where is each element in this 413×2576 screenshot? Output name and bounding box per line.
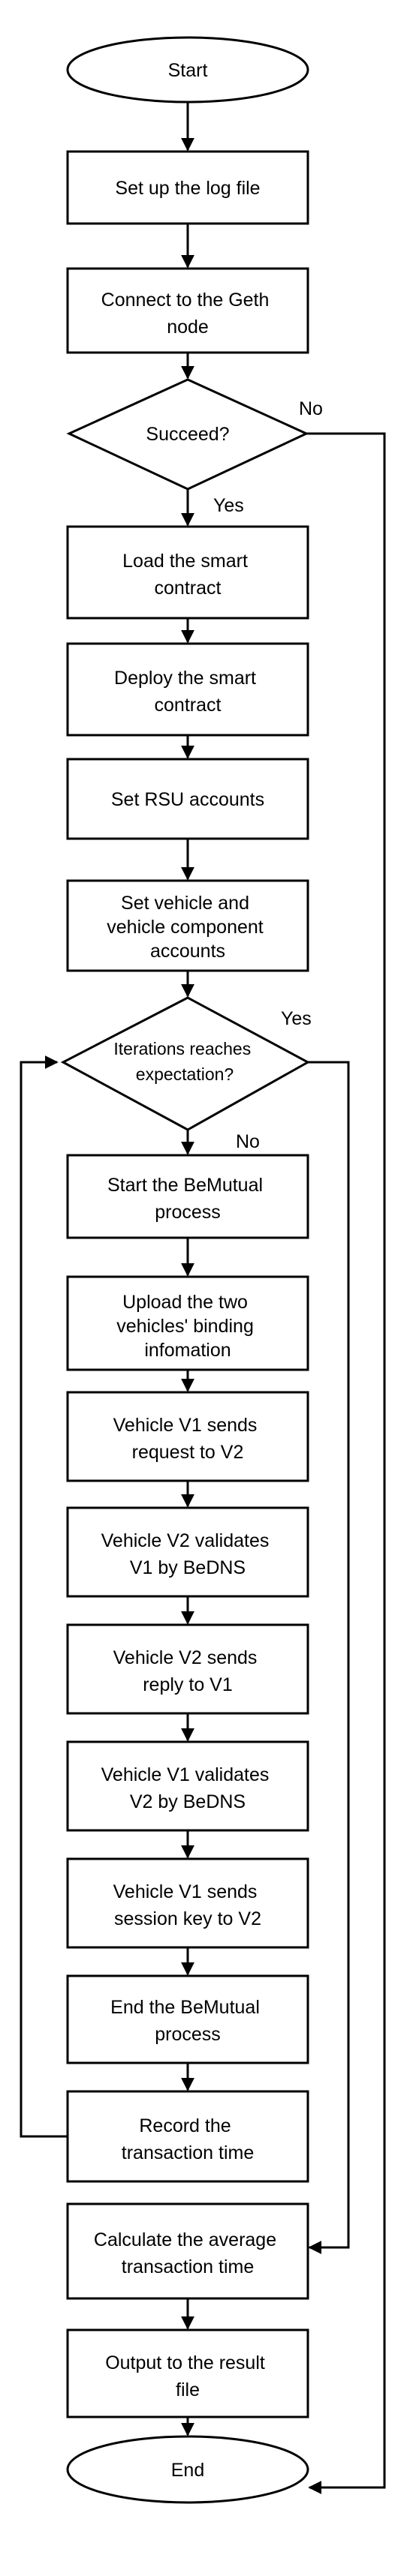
record-label: Record the transaction time (122, 2115, 254, 2163)
arrow-succeed-no (306, 432, 386, 2494)
log-file-box (66, 150, 309, 225)
vehicle-accounts-label: Set vehicle and vehicle component accoun… (107, 893, 268, 962)
load-label: Load the smart contract (122, 551, 253, 599)
average-label: Calculate the average transaction time (94, 2229, 282, 2277)
iterations-label: Iterations reaches expectation? (113, 1039, 255, 1084)
start-label: Start (168, 60, 208, 81)
end-bemutual-box (66, 1974, 309, 2064)
start-bemutual-box (66, 1154, 309, 1239)
v2-validates-label: Vehicle V2 validates V1 by BeDNS (101, 1530, 275, 1578)
shapes (60, 36, 311, 2504)
end-terminal (66, 2435, 309, 2504)
upload-box (66, 1275, 309, 1371)
v1-session-box (66, 1857, 309, 1949)
v1-request-label: Vehicle V1 sends request to V2 (113, 1415, 263, 1463)
start-bemutual-label: Start the BeMutual process (107, 1175, 268, 1223)
arrow-iterations-yes (308, 1061, 350, 2254)
average-box (66, 2202, 309, 2300)
output-box (66, 2328, 309, 2418)
record-box (66, 2090, 309, 2183)
load-box (66, 525, 309, 620)
deploy-label: Deploy the smart contract (114, 668, 261, 716)
edge-labels: No Yes Yes No (213, 398, 323, 1152)
iter-no-label: No (236, 1131, 260, 1152)
log-file-label: Set up the log file (115, 178, 260, 199)
deploy-box (66, 642, 309, 737)
arrow-record-loop-back (20, 1055, 68, 2138)
succeed-no-label: No (299, 398, 323, 419)
connectors (20, 102, 386, 2494)
connect-box (66, 267, 309, 354)
node-labels: Start Set up the log file Connect to the… (94, 60, 282, 2481)
v1-validates-label: Vehicle V1 validates V2 by BeDNS (101, 1764, 275, 1812)
succeed-yes-label: Yes (213, 495, 244, 516)
rsu-box (66, 758, 309, 840)
v1-session-label: Vehicle V1 sends session key to V2 (113, 1881, 263, 1929)
v2-reply-box (66, 1623, 309, 1715)
v2-reply-label: Vehicle V2 sends reply to V1 (113, 1647, 263, 1695)
vehicle-accounts-box (66, 879, 309, 972)
succeed-decision (66, 378, 309, 491)
v1-validates-box (66, 1740, 309, 1832)
succeed-label: Succeed? (146, 424, 229, 445)
output-label: Output to the result file (105, 2352, 270, 2400)
v2-validates-box (66, 1506, 309, 1598)
iterations-decision (60, 996, 311, 1131)
iter-yes-label: Yes (281, 1008, 312, 1029)
v1-request-box (66, 1391, 309, 1482)
upload-label: Upload the two vehicles' binding infomat… (116, 1292, 259, 1361)
start-terminal (66, 36, 309, 104)
end-label: End (171, 2460, 204, 2481)
connect-label: Connect to the Geth node (101, 290, 275, 338)
end-bemutual-label: End the BeMutual process (110, 1997, 265, 2045)
rsu-label: Set RSU accounts (111, 789, 264, 810)
